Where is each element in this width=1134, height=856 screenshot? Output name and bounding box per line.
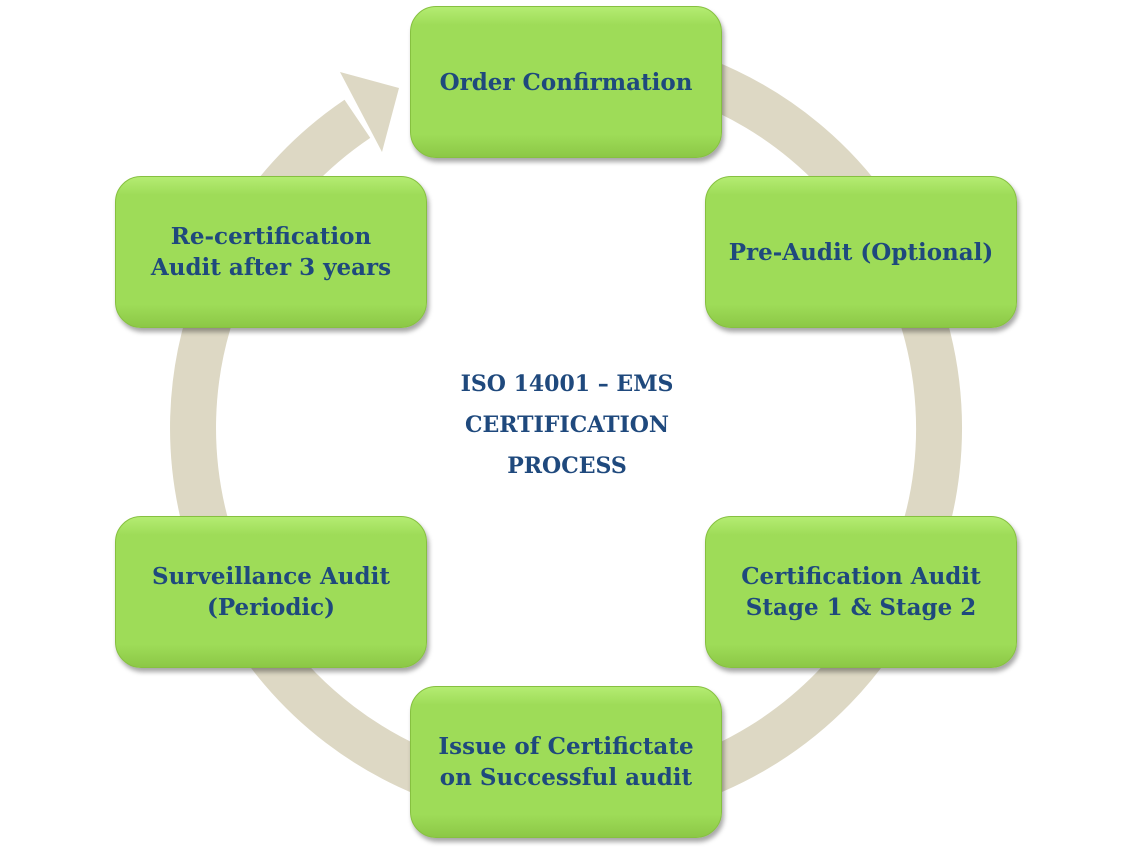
diagram-title: ISO 14001 – EMS CERTIFICATION PROCESS [417,364,717,487]
step-label: Issue of Certifictate [438,733,694,760]
step-surveillance-audit: Surveillance Audit (Periodic) [115,516,427,668]
step-pre-audit: Pre-Audit (Optional) [705,176,1017,328]
title-line: ISO 14001 – EMS [460,371,674,397]
step-order-confirmation: Order Confirmation [410,6,722,158]
step-label: Stage 1 & Stage 2 [745,594,977,621]
title-line: CERTIFICATION [464,412,670,438]
step-label: Pre-Audit (Optional) [728,238,994,266]
step-label: Certification Audit [741,563,981,590]
step-issue-certificate: Issue of Certifictate on Successful audit [410,686,722,838]
step-label: on Successful audit [439,764,693,791]
title-line: PROCESS [507,453,627,479]
step-label: Surveillance Audit [152,563,390,590]
arrowhead-icon [340,72,399,152]
step-label: (Periodic) [206,594,336,621]
step-label: Audit after 3 years [150,254,392,281]
step-label: Order Confirmation [439,68,693,96]
step-label: Re-certification [170,223,372,250]
